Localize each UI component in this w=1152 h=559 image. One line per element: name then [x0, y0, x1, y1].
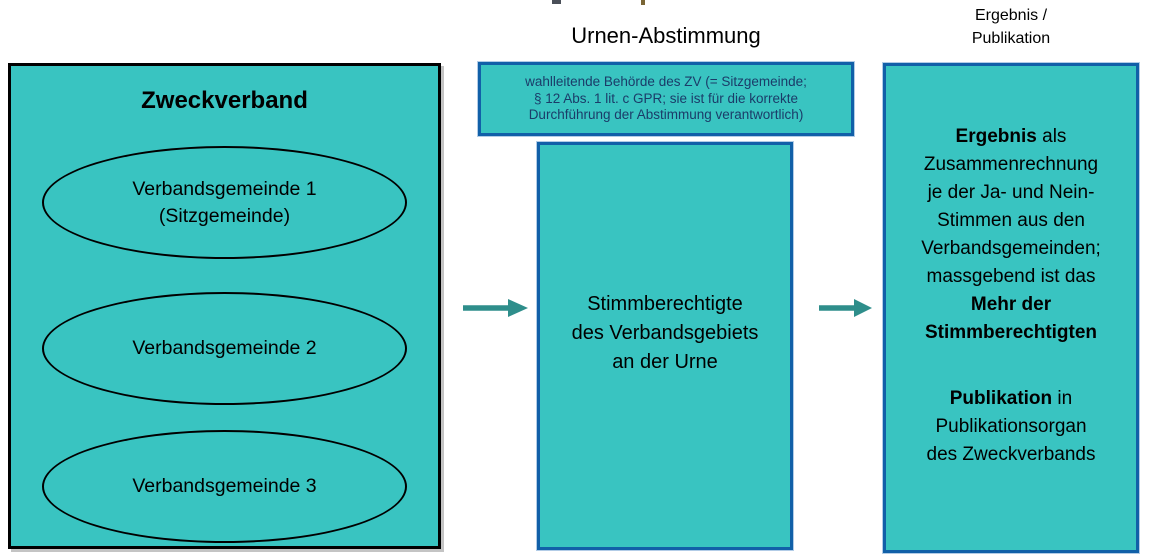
cropped-text-artifact [552, 0, 561, 4]
bold-text: Publikation [949, 388, 1053, 409]
note-line: § 12 Abs. 1 lit. c GPR; sie ist für die … [533, 90, 799, 106]
ellipse-verbandsgemeinde-1: Verbandsgemeinde 1 (Sitzgemeinde) [42, 146, 407, 259]
ellipse-verbandsgemeinde-3: Verbandsgemeinde 3 [42, 430, 407, 543]
ergebnis-publikation-heading: Ergebnis / Publikation [883, 4, 1139, 50]
heading-line: Publikation [971, 30, 1051, 47]
note-line: wahlleitende Behörde des ZV (= Sitzgemei… [525, 74, 807, 90]
text-line: des Verbandsgebiets [571, 321, 759, 344]
text-line: Mehr der [886, 291, 1136, 319]
text-line: Stimmberechtigte [587, 292, 743, 315]
bold-text: Ergebnis [955, 126, 1037, 147]
ellipse-label: Verbandsgemeinde 1 [132, 177, 317, 200]
cropped-text-artifact [641, 0, 645, 5]
text-line: des Zweckverbands [926, 444, 1096, 465]
text-line: Publikation in [886, 385, 1136, 413]
wahlleitende-behoerde-note: wahlleitende Behörde des ZV (= Sitzgemei… [477, 61, 855, 137]
text-line: Publikationsorgan [935, 416, 1087, 437]
text-line: massgebend ist das [926, 266, 1096, 287]
publikation-paragraph: Publikation in Publikationsorgan des Zwe… [886, 385, 1136, 469]
heading-line: Ergebnis / [974, 7, 1048, 24]
bold-text: Stimmberechtigten [924, 322, 1098, 343]
ellipse-label: Verbandsgemeinde 2 [132, 337, 317, 359]
note-line: Durchführung der Abstimmung verantwortli… [528, 107, 804, 123]
text-line: je der Ja- und Nein- [927, 182, 1095, 203]
ergebnis-publikation-box: Ergebnis als Zusammenrechnung je der Ja-… [882, 62, 1140, 554]
text-line: Ergebnis als [886, 123, 1136, 151]
zweckverband-title: Zweckverband [141, 87, 308, 114]
regular-text: in [1052, 388, 1073, 409]
text-line: Stimmberechtigten [886, 319, 1136, 347]
arrow-right-icon [463, 299, 528, 317]
text-line: an der Urne [612, 350, 718, 373]
text-line: Stimmen aus den [937, 210, 1085, 231]
ellipse-verbandsgemeinde-2: Verbandsgemeinde 2 [42, 292, 407, 405]
stimmberechtigte-text: Stimmberechtigte des Verbandsgebiets an … [540, 290, 790, 377]
ellipse-label: Verbandsgemeinde 3 [132, 475, 317, 497]
bold-text: Mehr der [970, 294, 1052, 315]
urnen-abstimmung-heading: Urnen-Abstimmung [571, 23, 761, 48]
stimmberechtigte-box: Stimmberechtigte des Verbandsgebiets an … [536, 141, 794, 551]
text-line: Verbandsgemeinden; [921, 238, 1101, 259]
regular-text: als [1036, 126, 1067, 147]
arrow-right-icon [819, 299, 872, 317]
ergebnis-paragraph: Ergebnis als Zusammenrechnung je der Ja-… [886, 123, 1136, 347]
zweckverband-box: Zweckverband Verbandsgemeinde 1 (Sitzgem… [8, 63, 441, 549]
text-line: Zusammenrechnung [923, 154, 1099, 175]
ellipse-label: (Sitzgemeinde) [158, 204, 291, 227]
